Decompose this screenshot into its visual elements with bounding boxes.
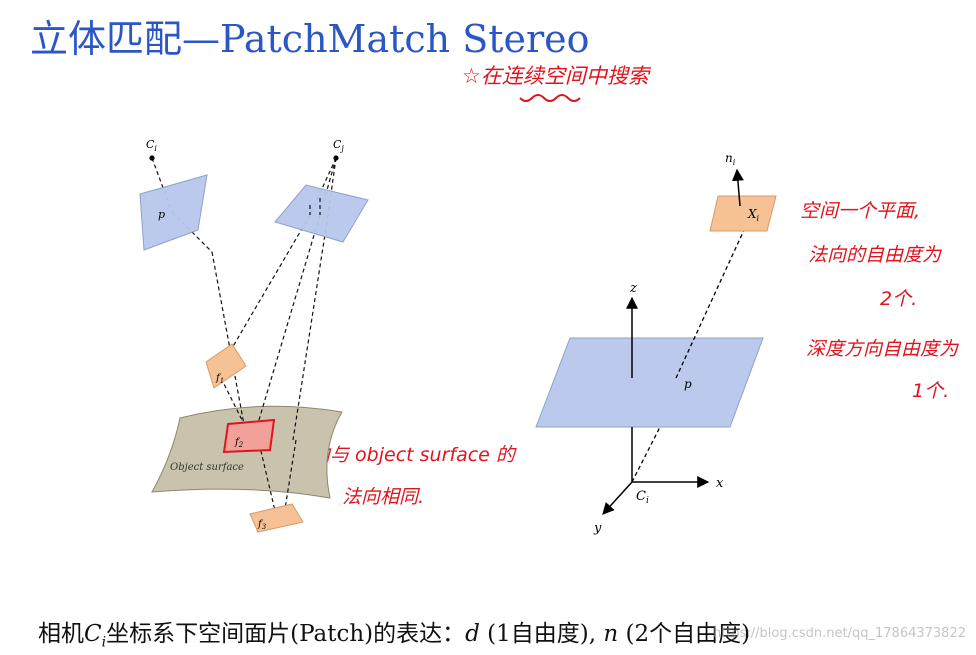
depth-ray-lower xyxy=(631,426,661,483)
patch-p-label: p xyxy=(158,208,165,221)
handwritten-right-note-5: 1个. xyxy=(912,380,950,402)
camera-ci-label: Ci xyxy=(146,138,157,153)
camera-ci-point xyxy=(149,155,155,161)
handwritten-right-note-4: 深度方向自由度为 xyxy=(806,338,959,360)
y-axis-label: y xyxy=(593,521,602,536)
z-axis-label: z xyxy=(629,281,637,296)
caption-camera-sub: i xyxy=(101,634,107,651)
y-axis xyxy=(602,481,633,515)
caption: 相机Ci坐标系下空间面片(Patch)的表达：d (1自由度), n (2个自由… xyxy=(38,614,750,651)
patch-f3 xyxy=(249,503,304,533)
normal-label: ni xyxy=(725,151,736,167)
space-plane xyxy=(535,337,764,428)
origin-label: Ci xyxy=(636,489,649,506)
caption-d: d xyxy=(465,621,480,647)
x-axis-label: x xyxy=(716,476,724,491)
patch-f2 xyxy=(222,418,276,454)
object-surface xyxy=(151,405,343,499)
handwritten-right-note-1: 空间一个平面, xyxy=(800,200,921,222)
handwritten-right-note-2: 法向的自由度为 xyxy=(808,244,942,266)
normal-arrow xyxy=(731,168,744,207)
patch-f1 xyxy=(205,343,247,389)
f1-label: f1 xyxy=(215,373,224,385)
caption-n-desc: (2个自由度) xyxy=(618,621,751,647)
caption-n: n xyxy=(603,621,619,647)
handwritten-surface-note-1: 法向与 object surface 的 xyxy=(292,444,515,466)
patch-xi xyxy=(709,195,777,232)
point-xi-label: Xi xyxy=(747,207,760,223)
f2-label: f2 xyxy=(234,437,244,449)
watermark: https://blog.csdn.net/qq_17864373822 xyxy=(712,626,966,641)
caption-prefix: 相机 xyxy=(38,621,84,647)
handwritten-right-note-3: 2个. xyxy=(880,288,918,310)
caption-d-desc: (1自由度), xyxy=(479,621,604,647)
caption-camera: C xyxy=(84,621,102,647)
image-plane-j xyxy=(274,184,369,243)
image-plane-i xyxy=(139,174,208,251)
handwritten-surface-note-2: 法向相同. xyxy=(342,486,425,508)
page-title: 立体匹配—PatchMatch Stereo xyxy=(30,17,590,61)
projection-rays xyxy=(151,157,337,516)
handwritten-top-note: ☆在连续空间中搜索 xyxy=(462,64,649,88)
depth-ray-upper xyxy=(675,229,745,379)
f3-label: f3 xyxy=(257,519,267,531)
plane-point-label: p xyxy=(684,377,692,391)
camera-cj-label: Cj xyxy=(333,138,344,153)
surface-label: Object surface xyxy=(170,462,244,473)
camera-cj-point xyxy=(333,155,339,161)
caption-middle: 坐标系下空间面片(Patch)的表达： xyxy=(106,621,466,647)
